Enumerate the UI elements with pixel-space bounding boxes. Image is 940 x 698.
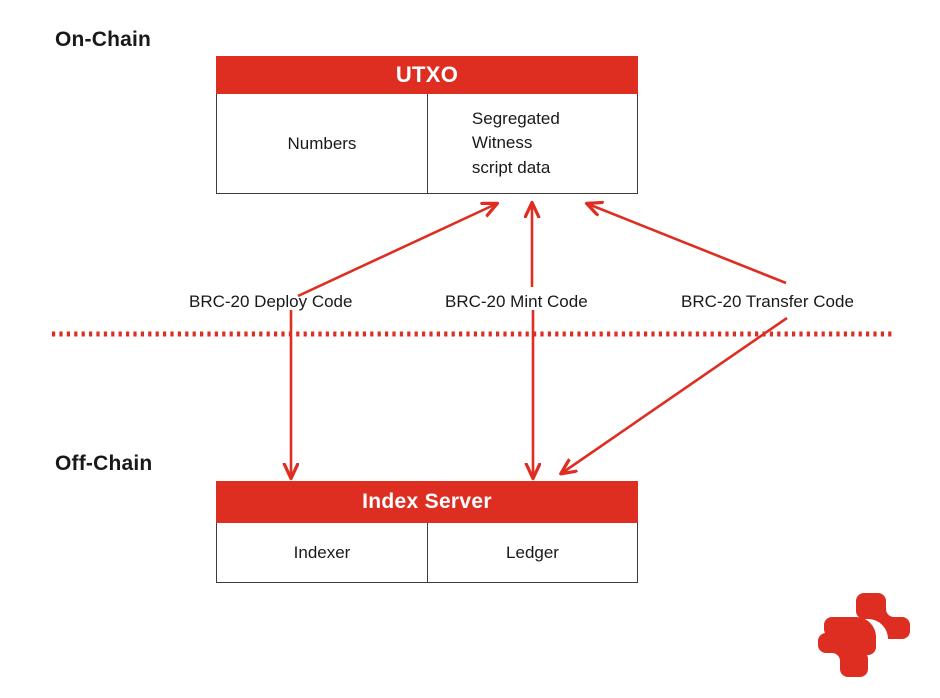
index-server-box: Index Server Indexer Ledger bbox=[216, 481, 638, 583]
index-cell-indexer: Indexer bbox=[293, 542, 351, 562]
code-label-mint: BRC-20 Mint Code bbox=[445, 292, 588, 311]
brand-logo bbox=[818, 593, 910, 677]
section-label-on-chain: On-Chain bbox=[55, 28, 152, 51]
section-label-off-chain: Off-Chain bbox=[55, 452, 153, 475]
code-label-transfer: BRC-20 Transfer Code bbox=[681, 292, 854, 311]
arrow-transfer-to-index bbox=[562, 316, 788, 473]
code-label-deploy: BRC-20 Deploy Code bbox=[189, 292, 353, 311]
arrow-transfer-to-utxo bbox=[588, 204, 787, 285]
utxo-cell-numbers: Numbers bbox=[287, 133, 357, 153]
index-cell-ledger: Ledger bbox=[427, 523, 637, 582]
arrow-deploy-to-utxo bbox=[297, 204, 496, 298]
utxo-box-header: UTXO bbox=[216, 56, 638, 94]
index-server-box-body: Indexer Ledger bbox=[216, 523, 638, 583]
index-server-box-header: Index Server bbox=[216, 481, 638, 523]
